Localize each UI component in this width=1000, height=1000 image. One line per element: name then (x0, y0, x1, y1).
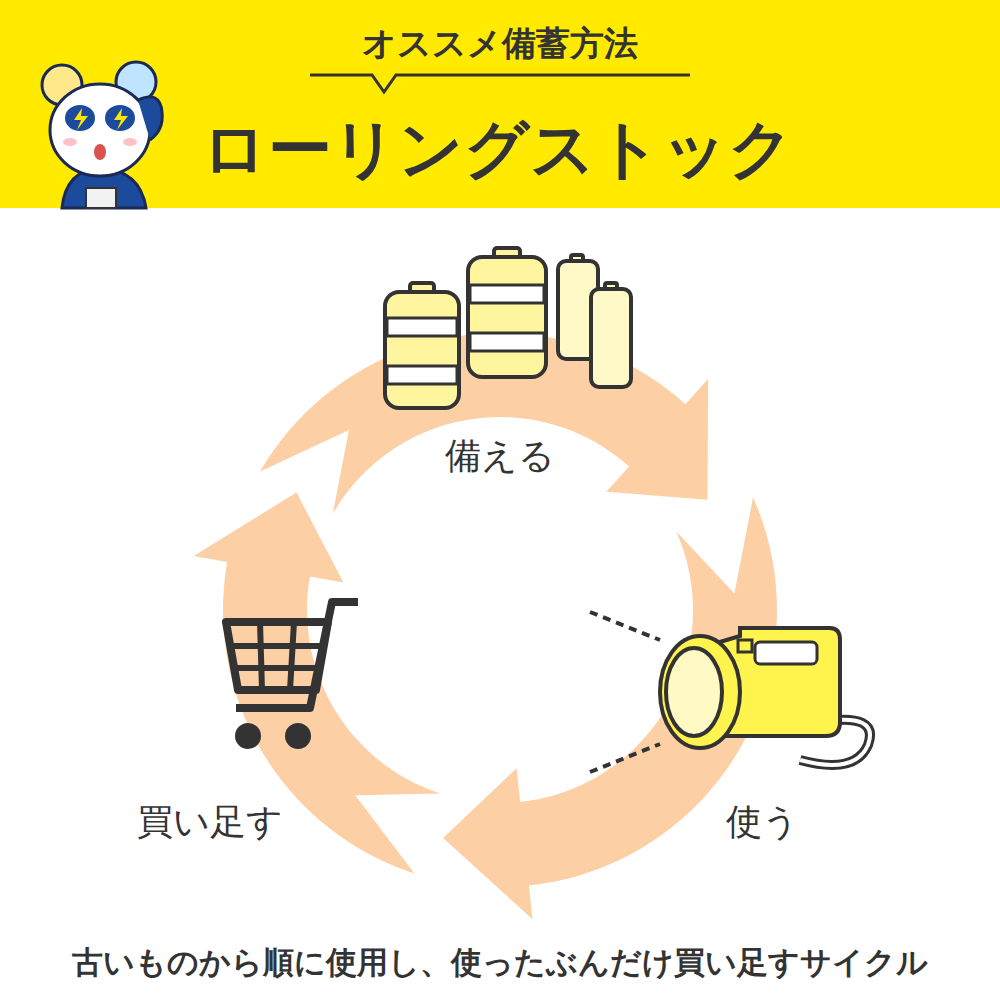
caption: 古いものから順に使用し、使ったぶんだけ買い足すサイクル (72, 945, 928, 981)
main-title: ローリングストック (202, 113, 794, 187)
flashlight-icon (590, 612, 870, 772)
mascot (42, 62, 162, 208)
stage-node: 使う (720, 799, 805, 844)
stage-label: 備える (445, 435, 555, 476)
speech-underline (310, 75, 690, 92)
stage-node: 買い足す (131, 799, 289, 844)
subtitle: オススメ備蓄方法 (362, 24, 638, 63)
header-band (0, 0, 1000, 208)
stage-label: 使う (726, 801, 799, 842)
stage-node: 備える (439, 433, 561, 478)
cycle-arrow (443, 497, 777, 919)
battery-icon (385, 248, 631, 408)
cart-icon (226, 602, 358, 745)
stage-label: 買い足す (137, 801, 283, 842)
